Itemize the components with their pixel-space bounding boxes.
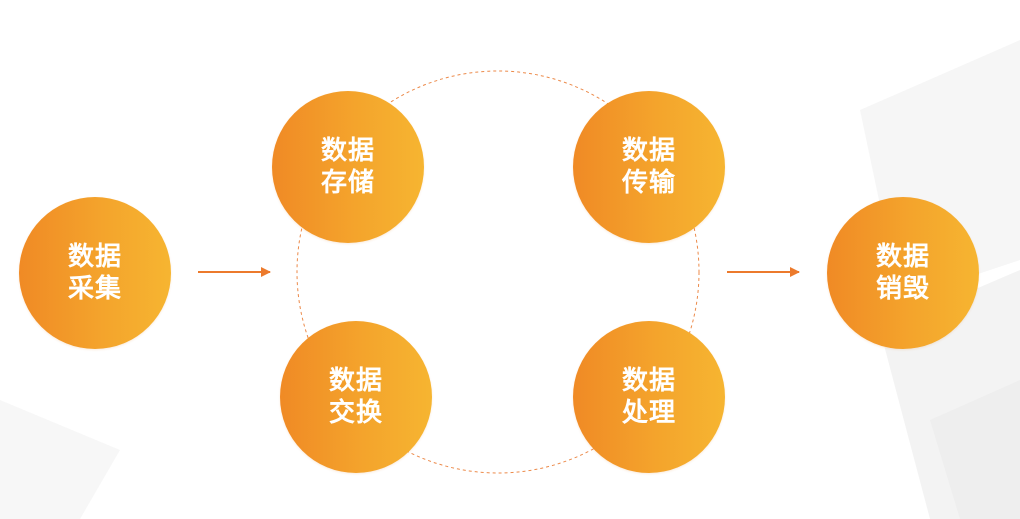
node-data-transfer: 数据 传输 [573,91,725,243]
dashed-cycle-ring [296,70,700,474]
node-label-line1: 数据 [320,136,375,166]
node-data-processing: 数据 处理 [573,321,725,473]
node-label-line1: 数据 [67,242,122,272]
node-label-line1: 数据 [875,242,930,272]
node-label-line1: 数据 [621,366,676,396]
node-data-collection: 数据 采集 [19,197,171,349]
node-label-line2: 处理 [621,398,676,428]
node-label-line2: 销毁 [875,274,930,304]
node-label-line2: 采集 [67,274,122,304]
node-data-storage: 数据 存储 [272,91,424,243]
node-data-destruction: 数据 销毁 [827,197,979,349]
node-label-line2: 交换 [328,398,383,428]
node-data-exchange: 数据 交换 [280,321,432,473]
node-label-line2: 传输 [621,168,676,198]
node-label-line1: 数据 [621,136,676,166]
node-label-line2: 存储 [320,168,375,198]
node-label-line1: 数据 [328,366,383,396]
